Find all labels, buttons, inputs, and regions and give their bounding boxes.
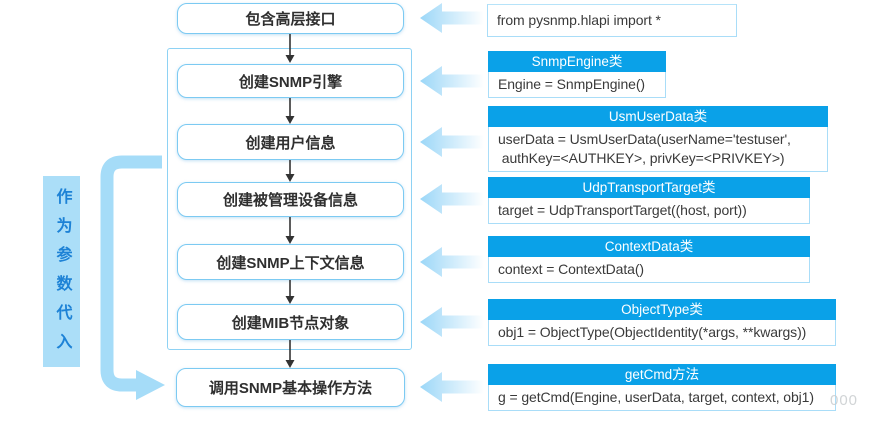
code-block-title: SnmpEngine类	[488, 51, 666, 72]
code-block-getcmd: getCmd方法 g = getCmd(Engine, userData, ta…	[488, 364, 836, 411]
code-line: g = getCmd(Engine, userData, target, con…	[498, 389, 814, 405]
code-body: target = UdpTransportTarget((host, port)…	[488, 198, 810, 224]
code-line: from pysnmp.hlapi import *	[497, 12, 661, 28]
parameter-loop-arrow	[100, 155, 165, 400]
code-block-title: ObjectType类	[488, 299, 836, 320]
code-block-contextdata: ContextData类 context = ContextData()	[488, 236, 810, 283]
left-arrow-icon	[420, 127, 484, 157]
code-body: userData = UsmUserData(userName='testuse…	[488, 127, 828, 172]
left-arrow-icon	[420, 66, 484, 96]
code-block-objecttype: ObjectType类 obj1 = ObjectType(ObjectIden…	[488, 299, 836, 346]
flow-box-label: 创建被管理设备信息	[222, 192, 358, 209]
flow-box-include-hlapi: 包含高层接口	[177, 3, 404, 34]
left-pointing-arrows	[420, 3, 484, 402]
code-line: userData = UsmUserData(userName='testuse…	[498, 131, 791, 147]
code-line: Engine = SnmpEngine()	[498, 76, 645, 92]
code-body: context = ContextData()	[488, 257, 810, 283]
code-block-usmuserdata: UsmUserData类 userData = UsmUserData(user…	[488, 106, 828, 172]
code-body: obj1 = ObjectType(ObjectIdentity(*args, …	[488, 320, 836, 346]
code-body: Engine = SnmpEngine()	[488, 72, 666, 98]
flow-box-create-snmp-context-info: 创建SNMP上下文信息	[177, 244, 404, 280]
flow-box-label: 创建MIB节点对象	[231, 314, 350, 332]
code-line: target = UdpTransportTarget((host, port)…	[498, 202, 747, 218]
code-block-title: UdpTransportTarget类	[488, 177, 810, 198]
flow-box-create-snmp-engine: 创建SNMP引擎	[177, 64, 404, 98]
code-body: from pysnmp.hlapi import *	[487, 4, 737, 37]
code-block-snmpengine: SnmpEngine类 Engine = SnmpEngine()	[488, 51, 666, 98]
code-line: obj1 = ObjectType(ObjectIdentity(*args, …	[498, 324, 807, 340]
code-body: g = getCmd(Engine, userData, target, con…	[488, 385, 836, 411]
flow-box-create-mib-node-object: 创建MIB节点对象	[177, 304, 404, 340]
flow-box-label: 创建用户信息	[245, 134, 336, 152]
code-block-import: from pysnmp.hlapi import *	[487, 4, 737, 37]
flow-box-label: 创建SNMP上下文信息	[216, 254, 365, 272]
code-block-udptransporttarget: UdpTransportTarget类 target = UdpTranspor…	[488, 177, 810, 224]
left-arrow-icon	[420, 184, 484, 214]
code-block-title: ContextData类	[488, 236, 810, 257]
side-label-as-parameters: 作为参数代入	[43, 176, 80, 367]
code-block-title: getCmd方法	[488, 364, 836, 385]
left-arrow-icon	[420, 247, 484, 277]
watermark-text: 000	[830, 392, 859, 409]
arrowhead-right-icon	[136, 370, 165, 400]
code-block-title: UsmUserData类	[488, 106, 828, 127]
flow-box-call-snmp-basic-method: 调用SNMP基本操作方法	[176, 368, 405, 407]
left-arrow-icon	[420, 372, 484, 402]
code-line: authKey=<AUTHKEY>, privKey=<PRIVKEY>)	[498, 150, 785, 166]
flow-box-label: 创建SNMP引擎	[238, 73, 343, 91]
flow-box-create-user-info: 创建用户信息	[177, 124, 404, 160]
flow-box-create-managed-device-info: 创建被管理设备信息	[177, 182, 404, 217]
left-arrow-icon	[420, 3, 484, 33]
left-arrow-icon	[420, 307, 484, 337]
flow-box-label: 调用SNMP基本操作方法	[208, 380, 373, 397]
code-line: context = ContextData()	[498, 261, 644, 277]
flow-box-label: 包含高层接口	[245, 11, 336, 28]
